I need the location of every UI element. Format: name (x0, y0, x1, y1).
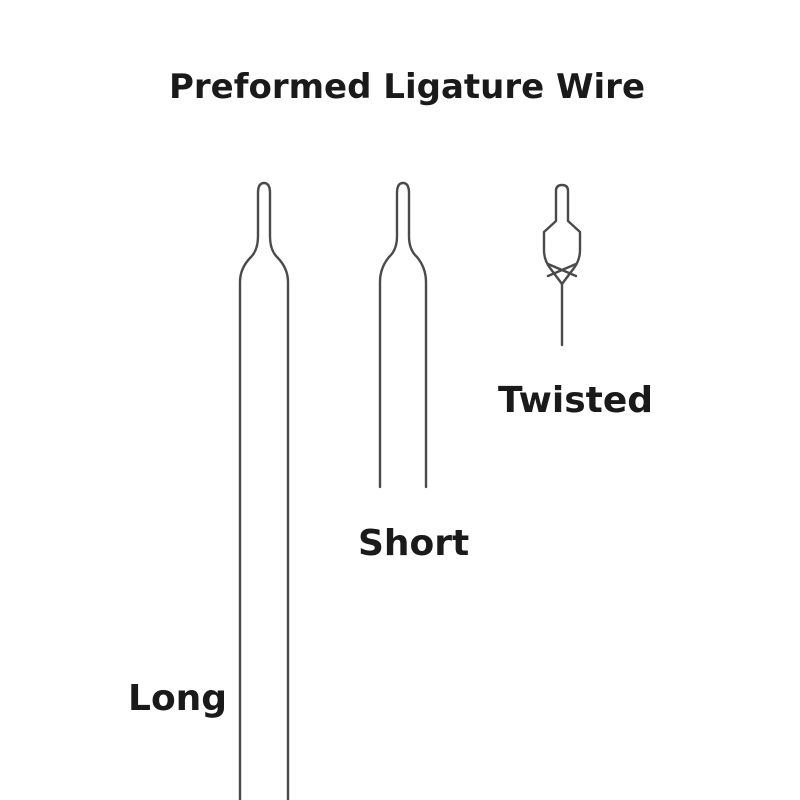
twisted-wire-loop (542, 183, 582, 286)
short-wire (378, 181, 428, 489)
long-wire (238, 181, 290, 800)
long-wire-label: Long (128, 678, 227, 719)
twisted-wire-label: Twisted (498, 380, 653, 421)
twisted-wire-cross (546, 262, 578, 278)
long-wire-outline (238, 181, 290, 800)
twisted-wire (542, 183, 582, 347)
short-wire-outline (378, 181, 428, 489)
short-wire-label: Short (358, 523, 469, 564)
diagram-title: Preformed Ligature Wire (169, 67, 645, 107)
